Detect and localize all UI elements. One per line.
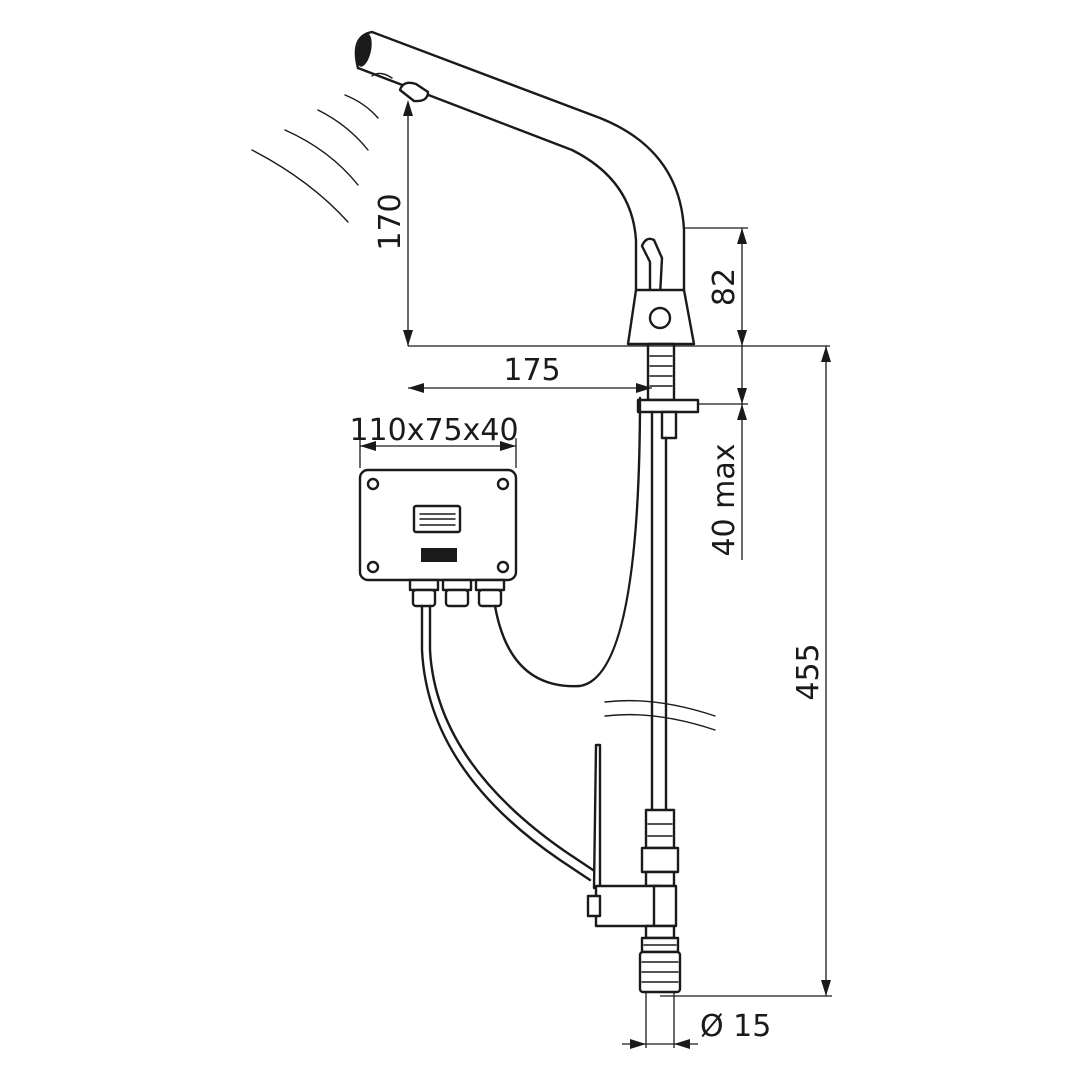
- dimension-label-82: 82: [707, 268, 742, 306]
- dimension-lever-height: 82: [684, 227, 748, 346]
- dimension-pipe-diameter: Ø 15: [622, 992, 771, 1049]
- solenoid-valve: [586, 808, 682, 994]
- faucet-spout: [354, 30, 686, 292]
- faucet-lever: [640, 237, 664, 298]
- dimension-label-40-max: 40 max: [707, 443, 742, 556]
- dimension-label-diameter: Ø 15: [700, 1009, 771, 1044]
- dimension-label-455: 455: [791, 643, 826, 700]
- dimension-deck-thickness: 40 max: [698, 346, 748, 560]
- dimension-box-size: 110x75x40: [349, 413, 519, 468]
- dimension-label-170: 170: [373, 193, 408, 250]
- valve-cable: [420, 604, 602, 890]
- faucet-body: [626, 288, 696, 346]
- dimension-total-length: 455: [660, 346, 832, 997]
- break-line: [604, 699, 716, 731]
- dimension-label-box-size: 110x75x40: [349, 413, 518, 448]
- sensor-waves: [251, 94, 379, 223]
- threaded-shank: [636, 342, 700, 440]
- dimension-spout-reach: 175: [408, 353, 652, 393]
- dimension-spout-height: 170: [373, 100, 413, 346]
- sensor-cable: [493, 396, 642, 688]
- control-box: [358, 468, 518, 608]
- dimension-label-175: 175: [503, 353, 560, 388]
- flexible-hose: [650, 410, 668, 812]
